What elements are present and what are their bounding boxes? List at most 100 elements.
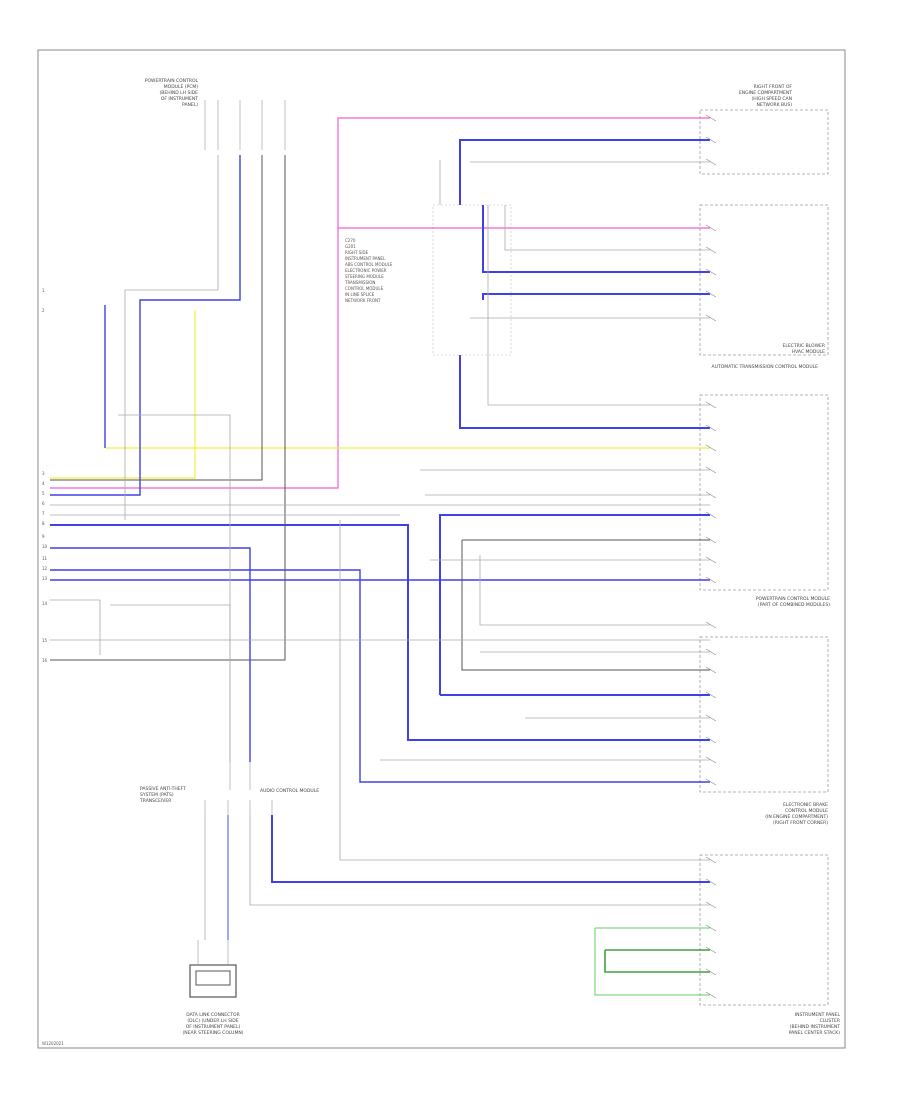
wire-blue-network-2 <box>439 514 710 695</box>
wire-blue-4-lower <box>50 569 710 783</box>
label-line: (PART OF COMBINED MODULES) <box>758 602 830 608</box>
pin-number: 10 <box>42 544 48 549</box>
connector-pin-tick <box>705 268 717 276</box>
module-2-label: ELECTRIC BLOWER HVAC MODULE AUTOMATIC TR… <box>712 343 826 370</box>
connector-pin-tick <box>705 224 717 232</box>
wire-gray-14 <box>479 555 710 626</box>
wire-gray-13 <box>339 520 710 861</box>
connector-pin-tick <box>705 290 717 298</box>
diagram-frame <box>37 49 846 1049</box>
wire-blue-network-1 <box>50 524 710 741</box>
connector-pin-tick <box>705 424 717 432</box>
pin-number: 6 <box>42 501 45 506</box>
connector-pin-tick <box>705 691 717 699</box>
note-line: INSTRUMENT PANEL <box>345 256 386 261</box>
connector-pin-tick <box>705 968 717 976</box>
note-line: CONTROL MODULE <box>345 286 384 291</box>
left-pin-numbers: 1 2 3 4 5 6 7 8 9 10 11 12 13 14 15 16 <box>42 288 48 663</box>
connector-pin-tick <box>705 466 717 474</box>
connector-pin-tick <box>705 158 717 166</box>
wire-pink-main <box>50 117 710 489</box>
label-line: PANEL CENTER STACK) <box>789 1030 841 1036</box>
connector-pin-tick <box>705 924 717 932</box>
note-line: C270 <box>345 238 356 243</box>
label-line: POWERTRAIN CONTROL <box>145 78 199 84</box>
note-line: IN LINE SPLICE <box>345 292 375 297</box>
connector-pin-tick <box>705 736 717 744</box>
connector-pin-tick <box>705 314 717 322</box>
note-line: STEERING MODULE <box>345 274 384 279</box>
wire-blue-4 <box>459 355 710 429</box>
pin-number: 5 <box>42 491 45 496</box>
wire-green-2 <box>604 950 710 973</box>
component-box-3 <box>699 394 829 591</box>
connector-pin-tick <box>705 401 717 409</box>
pin-number: 12 <box>42 566 48 571</box>
label-line: (BEHIND LH SIDE <box>160 90 199 96</box>
label-line: CLUSTER <box>820 1018 840 1024</box>
component-box-5 <box>699 854 829 1006</box>
pin-number: 14 <box>42 601 48 606</box>
connector-pin-tick <box>705 621 717 629</box>
note-line: NETWORK FRONT <box>345 298 381 303</box>
pin-number: 15 <box>42 638 48 643</box>
bottom-component-label: DATA LINK CONNECTOR (DLC) (UNDER LH SIDE… <box>183 1012 244 1036</box>
wire-gray-9 <box>50 599 101 655</box>
connector-pin-tick <box>705 444 717 452</box>
pin-number: 1 <box>42 288 45 293</box>
label-line: RIGHT FRONT OF <box>754 84 793 90</box>
lower-connectors-label: PASSIVE ANTI-THEFT SYSTEM (PATS) TRANSCE… <box>139 786 319 804</box>
wire-gray-10 <box>118 414 231 762</box>
pin-number: 11 <box>42 556 48 561</box>
connector-pin-tick <box>705 778 717 786</box>
wire-dark-3 <box>461 540 710 671</box>
label-line: ELECTRIC BLOWER <box>782 343 825 349</box>
pin-number: 13 <box>42 576 48 581</box>
note-line: ELECTRONIC POWER <box>345 268 387 273</box>
component-box-right-top <box>699 109 829 175</box>
connector-pin-tick <box>705 901 717 909</box>
connector-pin-tick <box>705 666 717 674</box>
pin-number: 8 <box>42 521 45 526</box>
label-line: (RIGHT FRONT CORNER) <box>773 820 828 826</box>
note-line: RIGHT SIDE <box>345 250 369 255</box>
wire-dark-1 <box>50 155 263 481</box>
connector-pin-tick <box>705 136 717 144</box>
connector-pin-tick <box>705 556 717 564</box>
connector-pin-tick <box>705 714 717 722</box>
wire-blue-1 <box>459 139 710 205</box>
lower-connector-pins <box>197 762 273 965</box>
label-line: PASSIVE ANTI-THEFT <box>140 786 186 792</box>
connector-pin-tick <box>705 878 717 886</box>
junction-block <box>432 204 512 356</box>
label-line: PANEL) <box>182 102 198 108</box>
pin-number: 16 <box>42 658 48 663</box>
label-line: (DLC) (UNDER LH SIDE <box>187 1018 238 1024</box>
label-line: NETWORK BUS) <box>757 102 793 108</box>
connector-pin-tick <box>705 648 717 656</box>
note-line: G201 <box>345 244 356 249</box>
label-line: (HIGH SPEED CAN <box>751 96 792 102</box>
label-line: HVAC MODULE <box>792 349 825 355</box>
connector-pin-tick <box>705 991 717 999</box>
label-line: (BEHIND INSTRUMENT <box>790 1024 840 1030</box>
top-left-connector-pins <box>204 100 286 150</box>
label-line: AUTOMATIC TRANSMISSION CONTROL MODULE <box>712 364 819 370</box>
dlc-connector-inner <box>195 970 231 986</box>
connector-pin-tick <box>705 511 717 519</box>
label-line: CONTROL MODULE <box>785 808 828 814</box>
label-line: POWERTRAIN CONTROL MODULE <box>756 596 830 602</box>
label-line: OF INSTRUMENT PANEL) <box>186 1024 241 1030</box>
note-line: TRANSMISSION <box>344 280 375 285</box>
right-side-pin-labels <box>705 114 717 999</box>
wire-dark-2 <box>50 155 286 661</box>
module-5-label: INSTRUMENT PANEL CLUSTER (BEHIND INSTRUM… <box>789 1012 841 1036</box>
top-left-module-label: POWERTRAIN CONTROL MODULE (PCM) (BEHIND … <box>145 78 199 108</box>
dlc-connector[interactable] <box>189 964 237 998</box>
note-line: ABS CONTROL MODULE <box>345 262 393 267</box>
label-line: DATA LINK CONNECTOR <box>186 1012 239 1018</box>
connector-pin-tick <box>705 856 717 864</box>
label-line: ELECTRONIC BRAKE <box>783 802 828 808</box>
pin-number: 2 <box>42 308 45 313</box>
